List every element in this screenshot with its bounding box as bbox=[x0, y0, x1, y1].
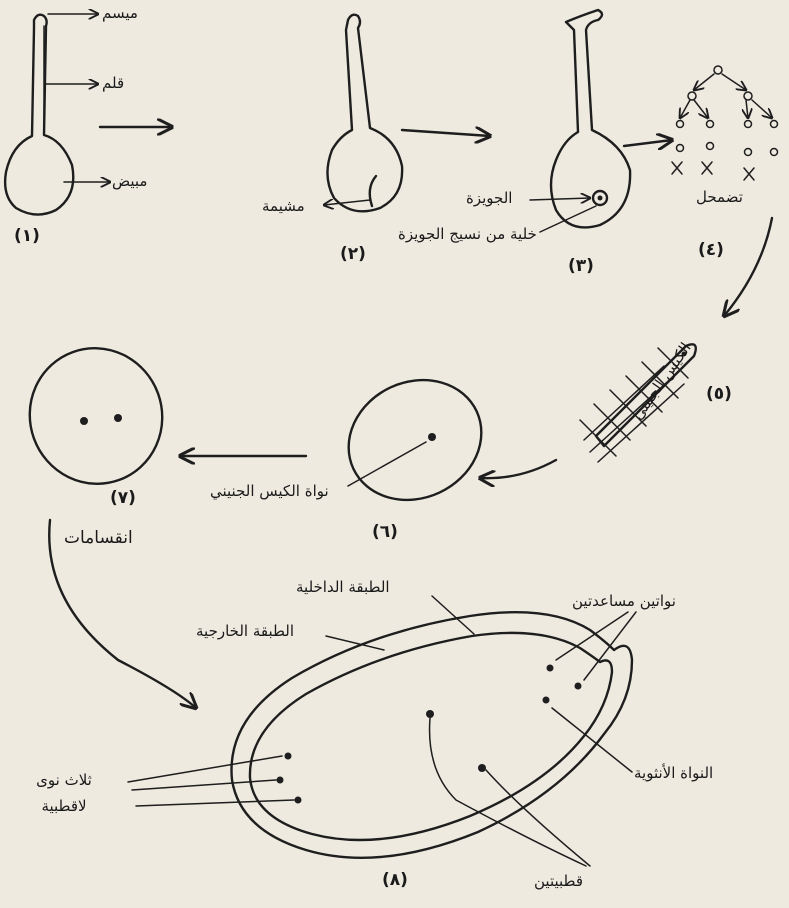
pistil-stage-2 bbox=[324, 15, 490, 212]
label-embryo-sac-nucleus: نواة الكيس الجنيني bbox=[210, 484, 329, 499]
label-nucellus-cell: خلية من نسيج الجويزة bbox=[398, 227, 537, 242]
label-egg-nucleus: النواة الأنثوية bbox=[634, 766, 713, 781]
stage-4-number: (٤) bbox=[698, 242, 724, 259]
stage-5-number: (٥) bbox=[706, 386, 732, 403]
label-ovary: مبيض bbox=[112, 174, 147, 189]
stage-7-number: (٧) bbox=[110, 490, 136, 507]
label-divisions: انقسامات bbox=[64, 530, 133, 547]
stage-8-number: (٨) bbox=[382, 872, 408, 889]
embryo-sac-stage-7 bbox=[11, 330, 196, 708]
label-style: قلم bbox=[102, 76, 124, 91]
label-placenta: مشيمة bbox=[262, 199, 305, 214]
embryo-sac-stage-6 bbox=[329, 359, 501, 522]
label-antipodals: ثلاث نوى لاقطبية bbox=[14, 768, 114, 819]
label-synergids: نواتين مساعدتين bbox=[572, 594, 676, 609]
stage-3-number: (٣) bbox=[568, 258, 594, 275]
stage-6-number: (٦) bbox=[372, 524, 398, 541]
label-inner-layer: الطبقة الداخلية bbox=[296, 580, 390, 595]
stage-2-number: (٢) bbox=[340, 246, 366, 263]
stage-1-number: (١) bbox=[14, 228, 40, 245]
label-nucellus: الجويزة bbox=[466, 191, 512, 206]
label-stigma: ميسم bbox=[102, 6, 138, 21]
pistil-stage-3 bbox=[530, 10, 672, 232]
label-polar-nuclei: قطبيتين bbox=[534, 874, 583, 889]
label-outer-layer: الطبقة الخارجية bbox=[196, 624, 294, 639]
label-degenerate: تضمحل bbox=[696, 190, 743, 205]
